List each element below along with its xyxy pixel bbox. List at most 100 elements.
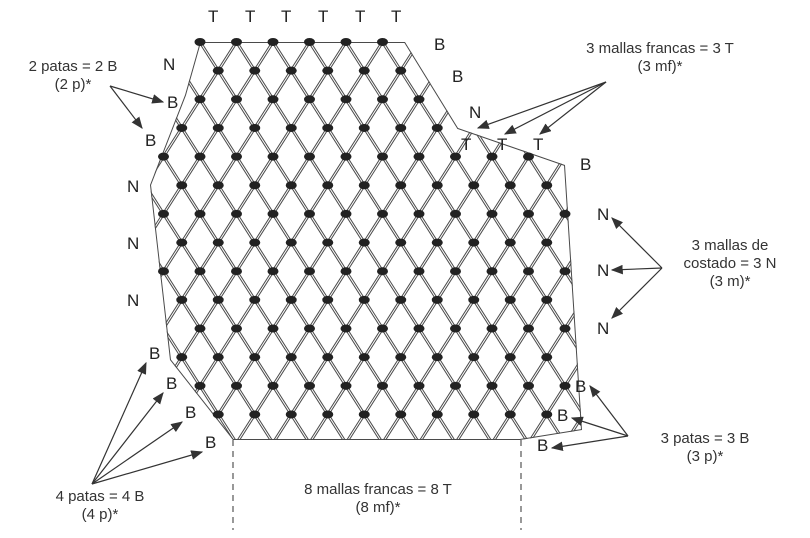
knot bbox=[358, 295, 370, 304]
knot bbox=[523, 209, 534, 218]
knot bbox=[468, 238, 480, 247]
knot bbox=[559, 381, 571, 390]
left-b-bottom-label: B bbox=[205, 433, 216, 452]
knot bbox=[249, 410, 261, 419]
knot bbox=[395, 123, 407, 132]
knot bbox=[176, 353, 188, 362]
pointer-arrow bbox=[503, 81, 607, 135]
pointer-arrow bbox=[91, 421, 183, 485]
knot bbox=[431, 353, 443, 362]
knot bbox=[431, 295, 443, 304]
twine-line bbox=[160, 42, 531, 440]
knot bbox=[267, 381, 279, 390]
knot bbox=[304, 209, 315, 218]
knot bbox=[559, 209, 571, 218]
knot bbox=[249, 295, 261, 304]
knot bbox=[358, 66, 370, 75]
knot bbox=[413, 152, 425, 161]
knot bbox=[304, 95, 315, 104]
pointer-arrow bbox=[611, 267, 663, 319]
pointer-arrow bbox=[91, 450, 204, 485]
left-n-label: N bbox=[127, 234, 139, 253]
knot bbox=[431, 181, 443, 190]
annotation-line: 3 patas = 3 B bbox=[660, 430, 750, 447]
knot bbox=[340, 209, 352, 218]
knot bbox=[413, 209, 425, 218]
knot bbox=[322, 181, 334, 190]
knot bbox=[249, 123, 261, 132]
step-t-label: T bbox=[461, 135, 471, 154]
knot bbox=[231, 381, 242, 390]
knot bbox=[450, 381, 461, 390]
knot bbox=[377, 381, 388, 390]
top-t-label: T bbox=[281, 7, 291, 26]
twine-line bbox=[150, 42, 459, 440]
n-label-top-left: N bbox=[163, 55, 175, 74]
knot bbox=[212, 181, 224, 190]
knot bbox=[249, 353, 261, 362]
knot bbox=[486, 152, 498, 161]
knot bbox=[285, 410, 297, 419]
pointer-arrow bbox=[109, 85, 143, 129]
twine-line bbox=[150, 42, 497, 440]
knot bbox=[504, 238, 516, 247]
knot bbox=[194, 152, 206, 161]
knot bbox=[358, 181, 370, 190]
knot bbox=[486, 324, 498, 333]
annotation-arrows bbox=[91, 81, 663, 485]
annotation-line: 3 mallas francas = 3 T bbox=[586, 40, 734, 57]
knot bbox=[340, 324, 352, 333]
knot bbox=[377, 324, 388, 333]
annotation-line: (3 mf)* bbox=[637, 58, 683, 75]
twine-line bbox=[197, 42, 570, 440]
annotation-eight-free-meshes: 8 mallas francas = 8 T (8 mf)* bbox=[268, 481, 488, 517]
knot bbox=[267, 209, 279, 218]
left-n-label: N bbox=[127, 291, 139, 310]
knot bbox=[212, 66, 224, 75]
knot bbox=[231, 209, 242, 218]
left-n-label: N bbox=[127, 177, 139, 196]
pointer-arrow bbox=[91, 392, 164, 485]
knot bbox=[194, 267, 206, 276]
twine-line bbox=[150, 42, 313, 440]
right-b-bottom-label: B bbox=[557, 406, 568, 425]
pointer-arrow bbox=[109, 85, 165, 104]
knot bbox=[340, 381, 352, 390]
right-b-label: B bbox=[434, 35, 445, 54]
knot bbox=[158, 209, 169, 218]
knot bbox=[212, 123, 224, 132]
twine-line bbox=[196, 42, 567, 440]
annotation-line: 8 mallas francas = 8 T bbox=[304, 481, 452, 498]
knot bbox=[212, 295, 224, 304]
right-b-bottom-label: B bbox=[575, 377, 586, 396]
annotation-three-side-meshes: 3 mallas de costado = 3 N (3 m)* bbox=[660, 237, 800, 291]
knot bbox=[450, 209, 461, 218]
knot bbox=[468, 353, 480, 362]
annotation-line: (8 mf)* bbox=[355, 499, 401, 516]
knot bbox=[559, 267, 571, 276]
twine-line bbox=[306, 42, 582, 440]
knot bbox=[267, 95, 279, 104]
knot bbox=[285, 181, 297, 190]
knot bbox=[431, 123, 443, 132]
annotation-line: (3 p)* bbox=[686, 448, 724, 465]
knot bbox=[413, 324, 425, 333]
left-b-label: B bbox=[167, 93, 178, 112]
twine-line bbox=[234, 42, 582, 440]
knot bbox=[194, 381, 206, 390]
knot bbox=[541, 353, 553, 362]
knot bbox=[340, 95, 352, 104]
twine-line bbox=[150, 42, 459, 440]
top-t-label: T bbox=[318, 7, 328, 26]
knot bbox=[176, 295, 188, 304]
knot bbox=[158, 152, 169, 161]
knot bbox=[194, 38, 206, 46]
width-guide-lines bbox=[232, 440, 522, 530]
knot bbox=[267, 324, 279, 333]
twine-line bbox=[305, 42, 582, 440]
knot bbox=[523, 152, 534, 161]
knot bbox=[194, 95, 206, 104]
knot bbox=[249, 238, 261, 247]
knot bbox=[504, 353, 516, 362]
knot bbox=[340, 267, 352, 276]
